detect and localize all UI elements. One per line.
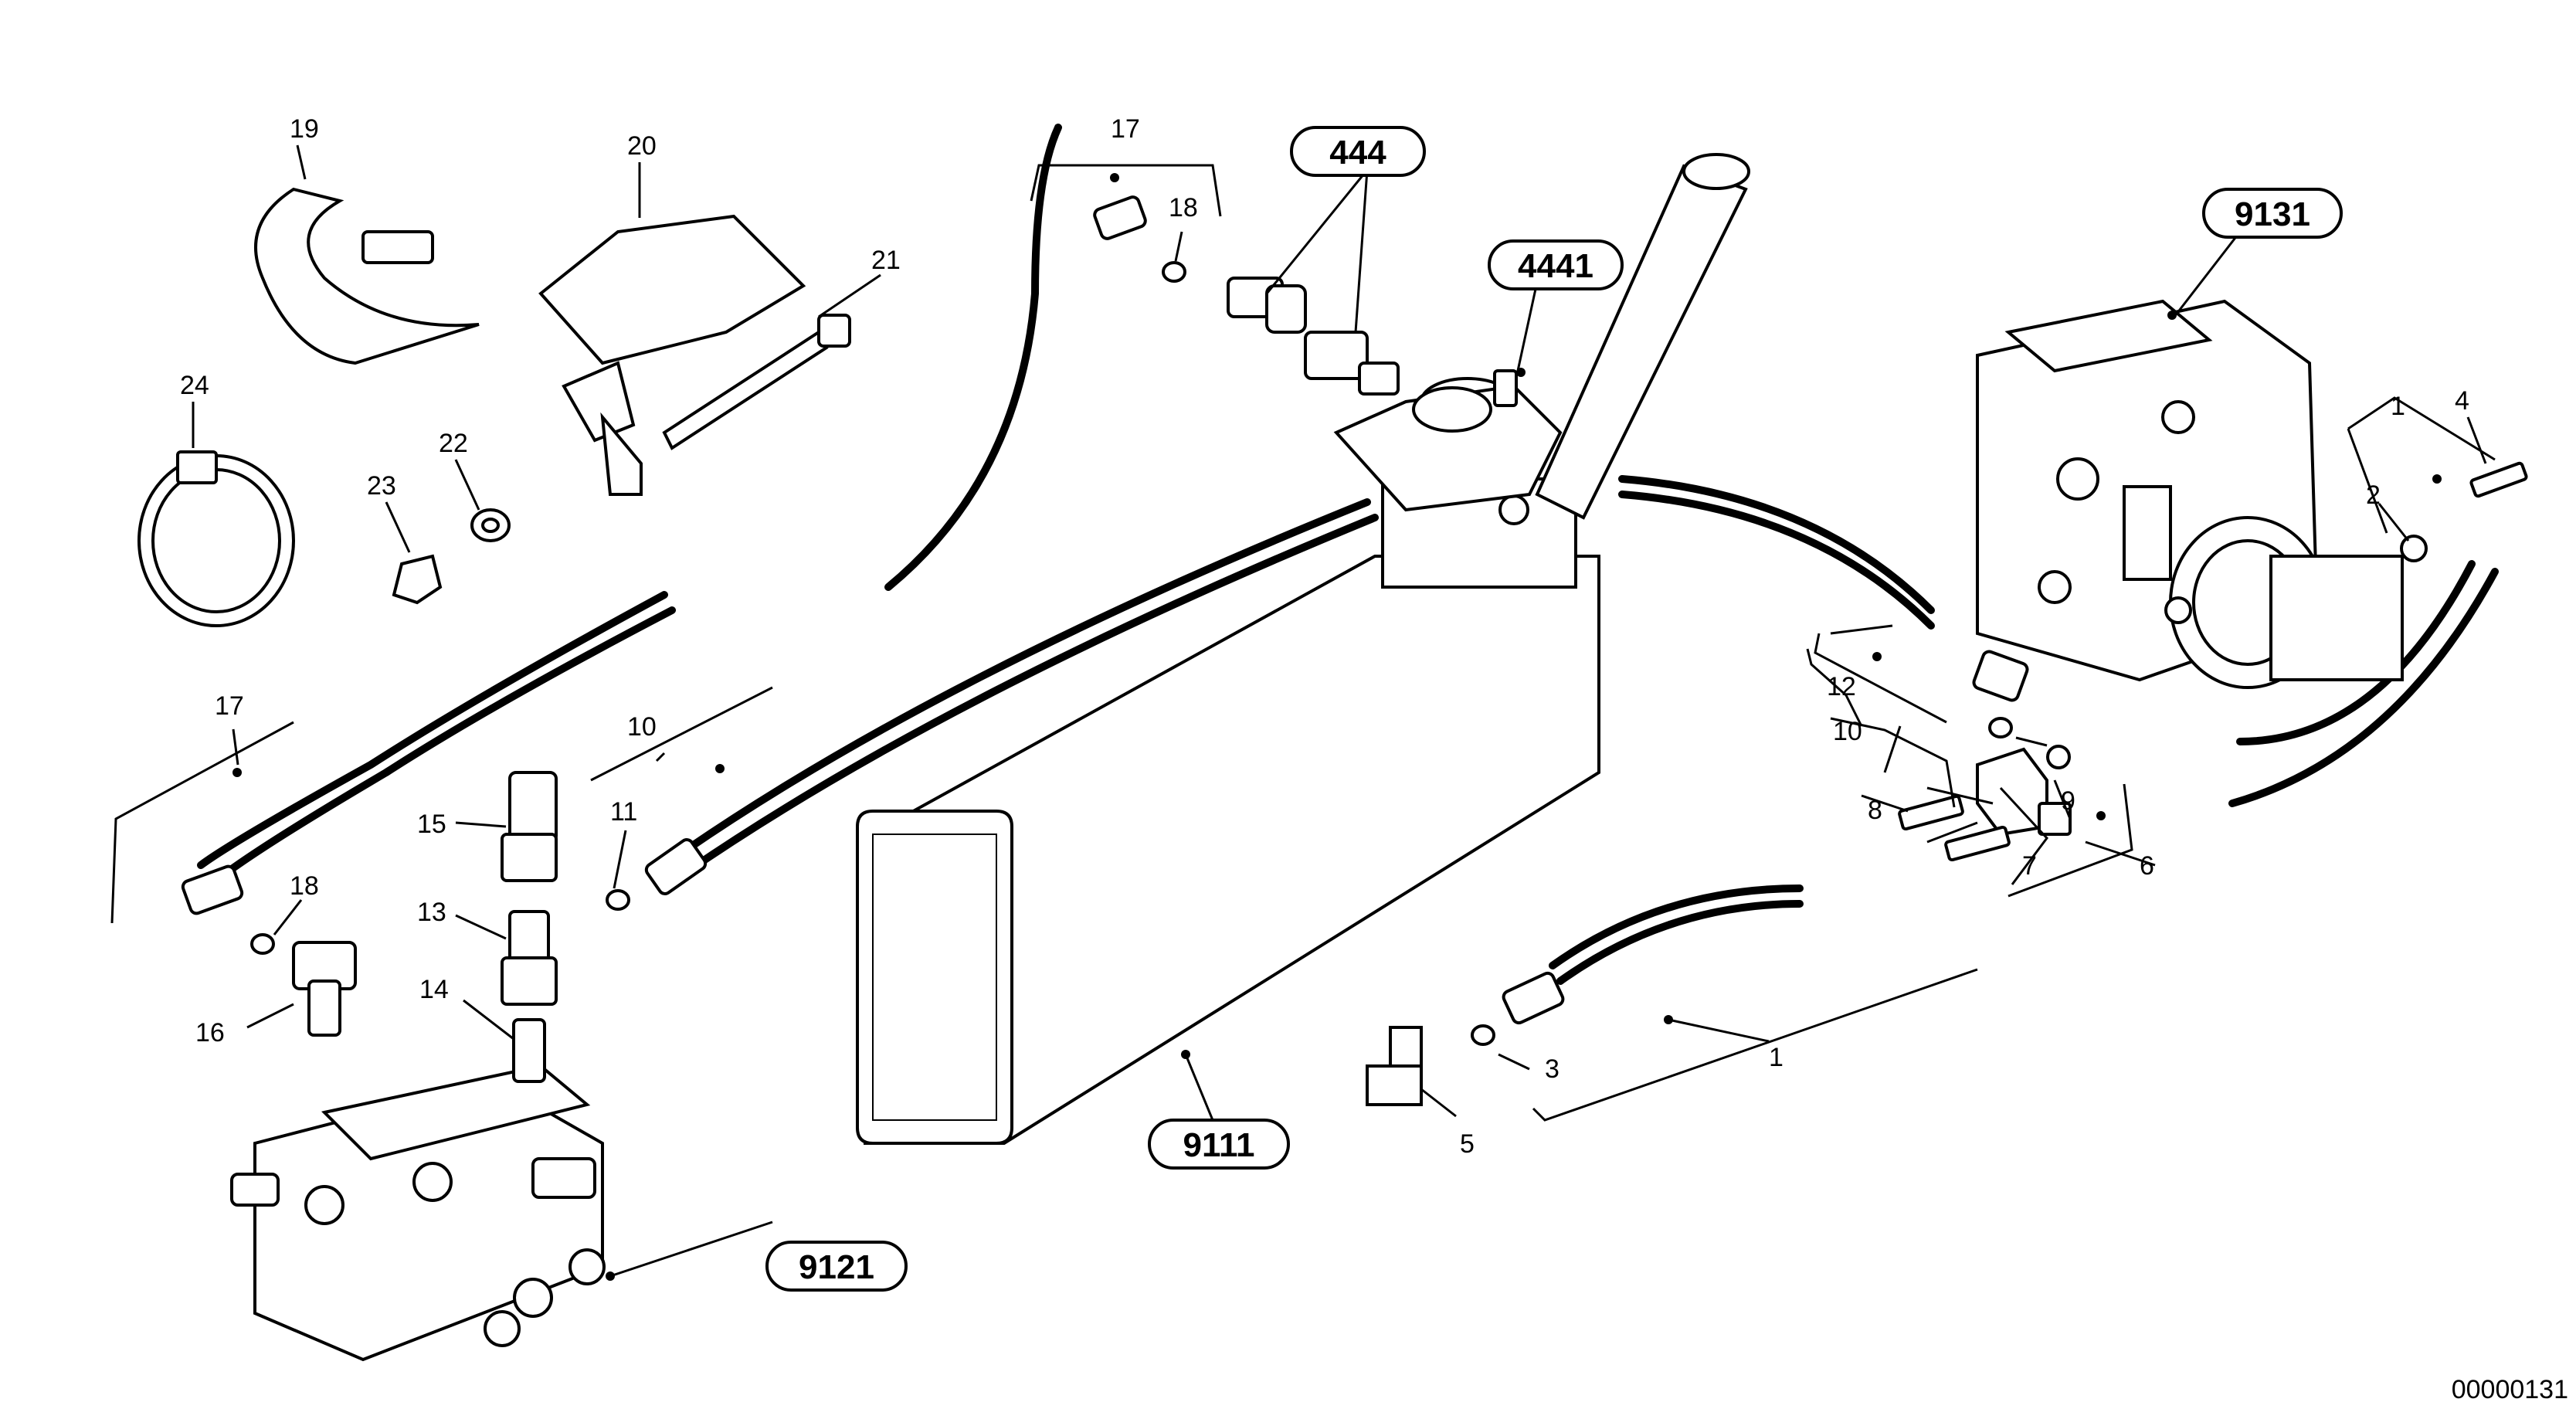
reference-9131: 9131 — [2202, 188, 2343, 239]
callout-20: 20 — [627, 131, 657, 161]
callout-1-pump: 1 — [2391, 392, 2405, 421]
mounting-bracket — [538, 214, 806, 496]
reference-9121: 9121 — [765, 1241, 908, 1292]
callout-18-left: 18 — [290, 871, 319, 901]
callout-2: 2 — [2366, 480, 2381, 510]
bolt-4 — [2469, 461, 2528, 498]
hoses — [197, 124, 2499, 985]
callout-22: 22 — [439, 429, 468, 458]
callout-6: 6 — [2140, 851, 2154, 881]
cable-tie — [137, 450, 295, 627]
reference-4441: 4441 — [1488, 239, 1624, 290]
washer-22 — [470, 508, 511, 542]
callout-16: 16 — [195, 1018, 225, 1047]
callout-8: 8 — [1868, 796, 1882, 825]
strap-clamp — [254, 187, 480, 365]
callout-17-top: 17 — [1111, 114, 1140, 144]
reference-444: 444 — [1290, 126, 1426, 177]
bolt-21 — [662, 314, 851, 450]
callout-19: 19 — [290, 114, 319, 144]
callout-23: 23 — [367, 471, 396, 501]
fittings-top — [1227, 277, 1400, 396]
callout-3: 3 — [1545, 1054, 1560, 1084]
svg-text:9131: 9131 — [2235, 195, 2310, 233]
callout-24: 24 — [180, 371, 209, 400]
callout-12: 12 — [1827, 672, 1856, 701]
manifold-block-6 — [1898, 747, 2072, 862]
callout-labels: 19 20 21 24 22 23 17 18 1 2 4 12 10 9 8 … — [180, 114, 2469, 1159]
callout-14: 14 — [419, 975, 449, 1004]
filter-head — [1333, 369, 1563, 512]
fittings-center — [292, 771, 558, 1083]
callout-13: 13 — [417, 898, 446, 927]
reference-9111: 9111 — [1148, 1119, 1290, 1170]
callout-9: 9 — [2061, 786, 2075, 816]
filler-neck — [1535, 153, 1750, 520]
callout-15: 15 — [417, 810, 446, 839]
svg-text:4441: 4441 — [1518, 247, 1593, 285]
orings — [250, 261, 2428, 1046]
callout-dots — [232, 173, 2442, 1281]
svg-text:444: 444 — [1329, 134, 1386, 171]
callout-5: 5 — [1460, 1129, 1475, 1159]
callout-18-top: 18 — [1169, 193, 1198, 222]
drawing-number: 00000131 — [2452, 1375, 2568, 1404]
callout-10-center: 10 — [627, 712, 657, 742]
callout-1-bottom: 1 — [1769, 1043, 1784, 1072]
svg-text:9111: 9111 — [1183, 1126, 1254, 1164]
control-valve — [230, 1064, 606, 1362]
hose-fittings — [181, 195, 2029, 1106]
reference-badges: 444 4441 9131 9111 9121 — [765, 126, 2343, 1292]
callout-7: 7 — [2022, 851, 2037, 881]
leader-lines — [110, 144, 2496, 1278]
nut-23 — [392, 554, 443, 605]
callout-11: 11 — [610, 797, 637, 827]
svg-text:9121: 9121 — [799, 1248, 874, 1286]
callout-10-right: 10 — [1833, 717, 1862, 746]
callout-4: 4 — [2455, 386, 2469, 416]
callout-21: 21 — [871, 246, 901, 275]
callout-17-left: 17 — [215, 691, 244, 721]
hydraulic-pump — [1976, 299, 2404, 689]
